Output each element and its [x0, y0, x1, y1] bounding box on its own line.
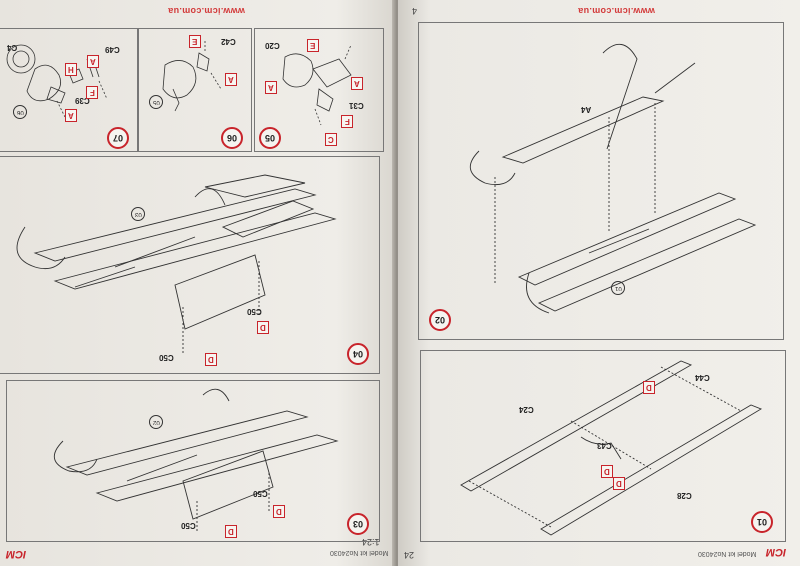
step-01-illustration [460, 360, 763, 536]
step-05-part-c31: C31 [349, 101, 364, 110]
left-page-footer: Model kit No24030 [330, 549, 389, 556]
step-01-part-c43: C43 [597, 441, 612, 450]
step-05-tag-e: E [307, 39, 319, 52]
step-07-ref-circle: 06 [13, 105, 27, 119]
step-04-panel: C50 C50 D D 03 04 [0, 156, 380, 374]
step-06-illustration [162, 39, 222, 112]
step-04-tag-d-top: D [257, 321, 269, 334]
step-03-part-c50-top: C50 [253, 489, 268, 498]
step-04-illustration [16, 174, 337, 353]
step-01-tag-d-middle: D [613, 477, 625, 490]
step-05-number: 05 [259, 127, 281, 149]
step-07-tag-f: F [86, 86, 98, 99]
step-02-part-a4: A4 [581, 105, 592, 114]
step-06-part-c42: C42 [221, 37, 236, 46]
step-03-part-c50-bottom: C50 [181, 521, 196, 530]
right-page-footer: Model kit No24030 [698, 550, 757, 557]
step-07-part-c49: C49 [105, 45, 120, 54]
step-07-number: 07 [107, 127, 129, 149]
right-page-number: 4 [412, 6, 418, 16]
step-01-panel: C28 C24 C43 C44 D D D 01 [420, 350, 786, 542]
step-04-number: 04 [347, 343, 369, 365]
step-04-tag-d-bottom: D [205, 353, 217, 366]
step-06-tag-a: A [225, 73, 237, 86]
step-05-tag-c: C [325, 133, 337, 146]
step-06-ref-circle: 05 [149, 95, 163, 109]
step-05-panel: C20 C31 E A F C A 05 [254, 28, 384, 152]
step-07-tag-a-top: A [87, 55, 99, 68]
step-01-part-c24: C24 [519, 405, 534, 414]
step-03-illustration [54, 388, 339, 531]
step-01-tag-d-lower: D [601, 465, 613, 478]
step-03-tag-d-bottom: D [225, 525, 237, 538]
step-01-part-c28: C28 [677, 491, 692, 500]
right-page: www.icm.com.ua 4 Model kit No24030 24 IC… [398, 0, 800, 566]
step-03-panel: C50 C50 D D 02 03 [6, 380, 380, 542]
left-page-logo: ICM [6, 548, 27, 560]
step-04-part-c50-bottom: C50 [159, 353, 174, 362]
step-06-number: 06 [221, 127, 243, 149]
step-03-tag-d-top: D [273, 505, 285, 518]
right-page-url: www.icm.com.ua [578, 6, 655, 16]
step-01-part-c44: C44 [695, 373, 710, 382]
step-07-illustration [6, 44, 108, 118]
left-page: www.icm.com.ua Model kit No24030 1:24 IC… [0, 0, 396, 566]
step-04-ref-circle: 03 [131, 207, 145, 221]
step-01-tag-d-top: D [643, 381, 655, 394]
step-05-tag-a-right: A [351, 77, 363, 90]
step-02-number: 02 [429, 309, 451, 331]
step-03-number: 03 [347, 513, 369, 535]
step-07-tag-h: H [65, 63, 77, 76]
step-05-tag-f: F [341, 115, 353, 128]
step-05-illustration [282, 44, 352, 126]
right-page-bottom-number: 24 [404, 550, 415, 560]
step-03-ref-circle: 02 [149, 415, 163, 429]
step-06-tag-e: E [189, 35, 201, 48]
step-01-number: 01 [751, 511, 773, 533]
step-05-part-c20: C20 [265, 41, 280, 50]
step-07-panel: C4 C49 C39 H A F A 06 07 [0, 28, 138, 152]
step-05-tag-a-left: A [265, 81, 277, 94]
book-spine [392, 0, 402, 566]
step-07-tag-a-bottom: A [65, 109, 77, 122]
left-page-url: www.icm.com.ua [168, 6, 245, 16]
step-02-ref-circle: 01 [611, 281, 625, 295]
step-07-part-c4: C4 [7, 43, 18, 52]
step-02-illustration [470, 44, 757, 314]
right-page-logo: ICM [766, 546, 787, 558]
step-02-panel: A4 01 02 [418, 22, 784, 340]
step-06-panel: C42 E A 05 06 [138, 28, 252, 152]
step-04-part-c50-top: C50 [247, 307, 262, 316]
